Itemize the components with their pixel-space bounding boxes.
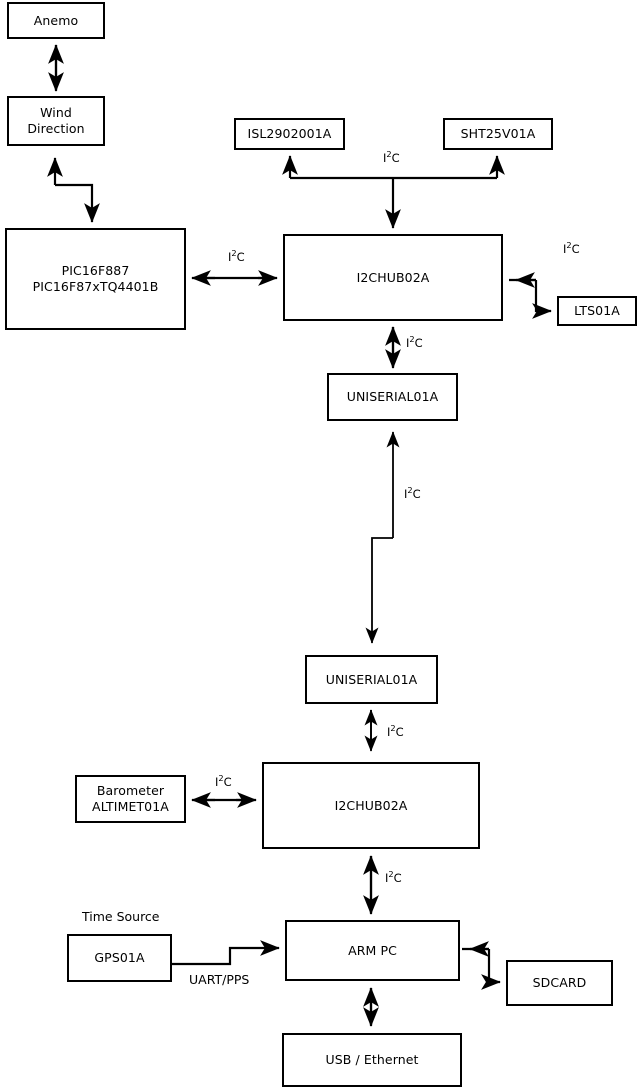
i2c-text: I [563,242,567,256]
label-i2c-uniserial-hub2: I2C [387,724,404,739]
node-arm-pc[interactable]: ARM PC [285,920,460,981]
node-usb-ethernet[interactable]: USB / Ethernet [282,1033,462,1087]
node-uniserial01a-upper[interactable]: UNISERIAL01A [327,373,458,421]
i2c-suffix: C [393,871,402,885]
label-i2c-hub2-armpc: I2C [385,870,402,885]
connector-uniserial-link [365,431,400,644]
i2c-superscript: 2 [390,723,396,734]
connector-gps-armpc [172,940,280,966]
connector-hub-lts [509,272,552,319]
i2c-text: I [383,151,387,165]
i2c-text: I [228,250,232,264]
i2c-superscript: 2 [407,485,413,496]
i2c-suffix: C [395,725,404,739]
i2c-text: I [387,725,391,739]
i2c-suffix: C [236,250,245,264]
label-i2c-uniserial-link: I2C [404,486,421,501]
label-i2c-hub-lts: I2C [563,241,580,256]
node-gps01a[interactable]: GPS01A [67,934,172,982]
i2c-superscript: 2 [566,240,572,251]
i2c-suffix: C [414,336,423,350]
node-i2chub02a-bottom[interactable]: I2CHUB02A [262,762,480,849]
node-pic-microcontroller[interactable]: PIC16F887 PIC16F87xTQ4401B [5,228,186,330]
node-sht25v01a[interactable]: SHT25V01A [443,118,553,150]
i2c-suffix: C [412,487,421,501]
i2c-superscript: 2 [218,773,224,784]
i2c-superscript: 2 [409,334,415,345]
i2c-suffix: C [223,775,232,789]
label-i2c-pic-hub: I2C [228,249,245,264]
i2c-superscript: 2 [388,869,394,880]
connector-armpc-sdcard [462,941,501,990]
node-uniserial01a-lower[interactable]: UNISERIAL01A [305,655,438,704]
node-lts01a[interactable]: LTS01A [557,296,637,326]
i2c-text: I [215,775,219,789]
node-anemo[interactable]: Anemo [7,2,105,39]
i2c-superscript: 2 [386,149,392,160]
i2c-text: I [385,871,389,885]
node-i2chub02a-top[interactable]: I2CHUB02A [283,234,503,321]
node-wind-direction[interactable]: Wind Direction [7,96,105,146]
i2c-text: I [406,336,410,350]
i2c-suffix: C [571,242,580,256]
label-i2c-barometer-hub2: I2C [215,774,232,789]
connector-wind-pic [47,157,100,223]
label-time-source: Time Source [82,909,160,924]
node-barometer-altimet01a[interactable]: Barometer ALTIMET01A [75,775,186,823]
node-sdcard[interactable]: SDCARD [506,960,613,1006]
label-uart-pps: UART/PPS [189,972,250,987]
node-isl2902001a[interactable]: ISL2902001A [234,118,345,150]
i2c-suffix: C [391,151,400,165]
i2c-superscript: 2 [231,248,237,259]
connector-hub-isl-sht-fork [282,155,505,229]
label-i2c-hub-uniserial: I2C [406,335,423,350]
label-i2c-top-fork: I2C [383,150,400,165]
i2c-text: I [404,487,408,501]
